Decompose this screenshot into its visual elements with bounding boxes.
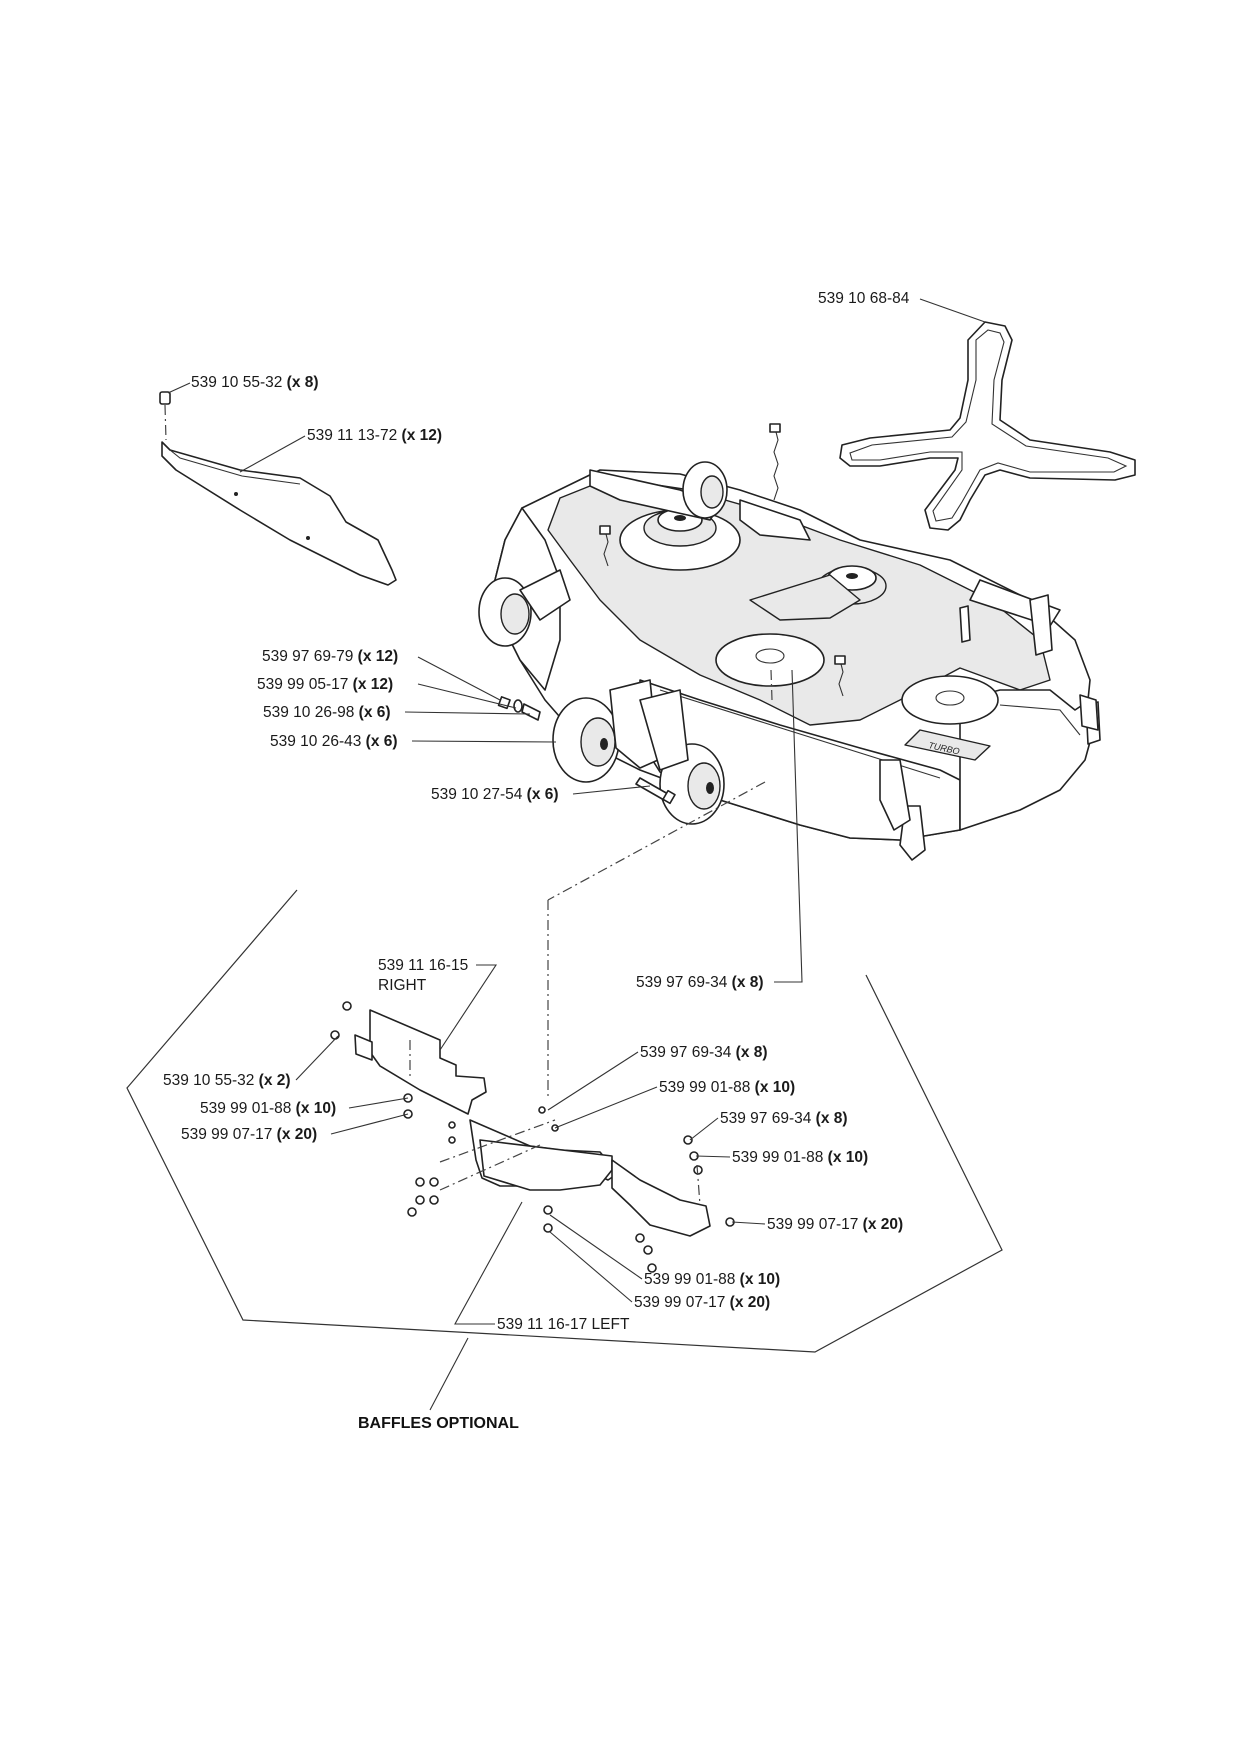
svg-text:539 99 01-88 (x 10): 539 99 01-88 (x 10) <box>732 1149 868 1166</box>
svg-text:539 97 69-34 (x 8): 539 97 69-34 (x 8) <box>720 1110 848 1127</box>
svg-text:539 10 27-54 (x 6): 539 10 27-54 (x 6) <box>431 786 559 803</box>
front-gauge-wheels <box>497 679 911 831</box>
baffle-fasteners <box>330 1001 735 1273</box>
left-spindle-pulley <box>619 508 741 571</box>
adjustment-chain-front <box>834 655 846 697</box>
svg-text:539 10 26-43 (x 6): 539 10 26-43 (x 6) <box>270 733 398 750</box>
svg-text:539 99 07-17 (x 20): 539 99 07-17 (x 20) <box>181 1126 317 1143</box>
callout-nut-left: 539 99 07-17 (x 20) <box>181 1126 317 1143</box>
callout-washer-center-top: 539 99 01-88 (x 10) <box>659 1079 795 1096</box>
adjustment-chain-left <box>599 525 611 567</box>
top-baffle-part <box>159 391 397 586</box>
callout-top-bolt: 539 10 55-32 (x 8) <box>191 374 319 391</box>
callout-wheel-spacer: 539 10 26-98 (x 6) <box>263 704 391 721</box>
svg-text:539 10 68-84: 539 10 68-84 <box>818 290 910 307</box>
callout-wheel-washer: 539 99 05-17 (x 12) <box>257 676 393 693</box>
svg-text:539 99 05-17 (x 12): 539 99 05-17 (x 12) <box>257 676 393 693</box>
callout-top-baffle: 539 11 13-72 (x 12) <box>307 427 442 444</box>
svg-text:539 10 55-32 (x 2): 539 10 55-32 (x 2) <box>163 1072 291 1089</box>
center-spindle-plate <box>715 633 825 687</box>
right-spindle-plate <box>901 675 999 725</box>
callout-belt: 539 10 68-84 <box>818 290 910 307</box>
callout-wheel: 539 10 26-43 (x 6) <box>270 733 398 750</box>
svg-text:539 99 01-88 (x 10): 539 99 01-88 (x 10) <box>200 1100 336 1117</box>
wheel-bolt <box>635 777 676 805</box>
svg-text:539 99 01-88 (x 10): 539 99 01-88 (x 10) <box>644 1271 780 1288</box>
callout-baffle-bolt-left: 539 10 55-32 (x 2) <box>163 1072 291 1089</box>
adjustment-chain-rear <box>769 423 781 501</box>
svg-text:539 11 16-15: 539 11 16-15 <box>378 957 468 974</box>
svg-text:539 11 13-72 (x 12): 539 11 13-72 (x 12) <box>307 427 442 444</box>
svg-text:539 99 07-17 (x 20): 539 99 07-17 (x 20) <box>767 1216 903 1233</box>
leader-lines <box>167 298 986 1411</box>
svg-text:539 99 07-17 (x 20): 539 99 07-17 (x 20) <box>634 1294 770 1311</box>
svg-text:539 10 26-98 (x 6): 539 10 26-98 (x 6) <box>263 704 391 721</box>
svg-text:539 10 55-32 (x 8): 539 10 55-32 (x 8) <box>191 374 319 391</box>
svg-text:539 99 01-88 (x 10): 539 99 01-88 (x 10) <box>659 1079 795 1096</box>
callout-wheel-nut: 539 97 69-79 (x 12) <box>262 648 398 665</box>
front-wheel-2 <box>639 689 725 825</box>
callout-baffle-left: 539 11 16-17 LEFT <box>497 1316 630 1333</box>
callout-washer-right: 539 99 01-88 (x 10) <box>732 1149 868 1166</box>
right-gauge-wheel-bracket <box>1079 694 1099 731</box>
callout-baffle-right: 539 11 16-15 RIGHT <box>378 957 468 994</box>
svg-text:539 97 69-34 (x 8): 539 97 69-34 (x 8) <box>636 974 764 991</box>
svg-text:539 97 69-34 (x 8): 539 97 69-34 (x 8) <box>640 1044 768 1061</box>
callout-washer-bottom: 539 99 01-88 (x 10) <box>644 1271 780 1288</box>
callout-nut-center-top: 539 97 69-34 (x 8) <box>640 1044 768 1061</box>
callout-locknut-bottom: 539 99 07-17 (x 20) <box>634 1294 770 1311</box>
svg-text:539 11 16-17 LEFT: 539 11 16-17 LEFT <box>497 1316 630 1333</box>
drive-belt <box>839 321 1136 531</box>
optional-baffles-frame <box>126 889 1003 1353</box>
callout-locknut-right: 539 99 07-17 (x 20) <box>767 1216 903 1233</box>
callout-wheel-bolt: 539 10 27-54 (x 6) <box>431 786 559 803</box>
callout-washer-left: 539 99 01-88 (x 10) <box>200 1100 336 1117</box>
rear-gauge-wheel-left <box>478 569 571 647</box>
callout-nut-right-top: 539 97 69-34 (x 8) <box>720 1110 848 1127</box>
wheel-hardware <box>497 696 541 721</box>
bottom-baffle-assembly <box>330 1001 735 1273</box>
svg-text:539 97 69-79 (x 12): 539 97 69-79 (x 12) <box>262 648 398 665</box>
callout-deck-nut: 539 97 69-34 (x 8) <box>636 974 764 991</box>
baffles-optional-caption: BAFFLES OPTIONAL <box>358 1415 519 1432</box>
svg-text:RIGHT: RIGHT <box>378 977 427 994</box>
rear-gauge-wheel-right <box>682 461 728 519</box>
mower-deck: TURBO <box>478 423 1101 861</box>
